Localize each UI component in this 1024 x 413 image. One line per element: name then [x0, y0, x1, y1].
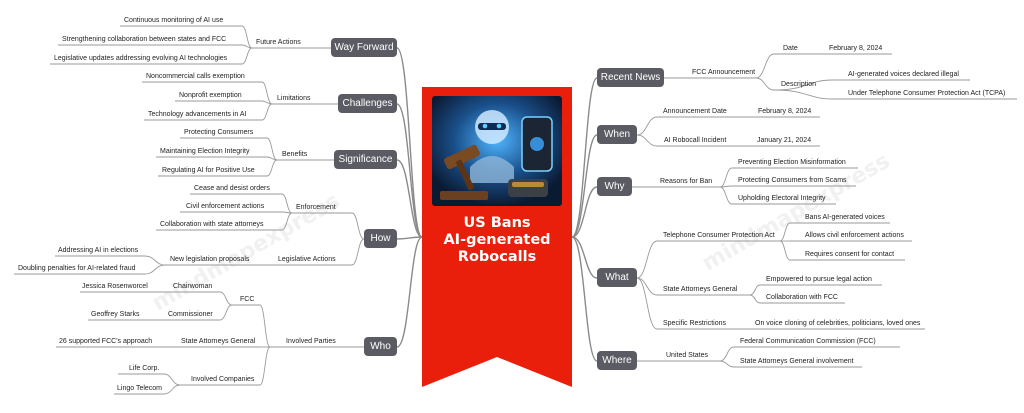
leaf-company: Lingo Telecom: [117, 385, 163, 392]
node-how[interactable]: How: [364, 229, 397, 248]
node-future-actions: Future Actions: [256, 39, 301, 46]
node-specific-restrictions: Specific Restrictions: [663, 320, 727, 327]
leaf-where: State Attorneys General involvement: [740, 358, 854, 365]
node-what[interactable]: What: [597, 268, 637, 287]
leaf-enforcement: Cease and desist orders: [194, 185, 270, 192]
central-title: US Bans AI-generated Robocalls: [422, 215, 572, 266]
node-involved-parties: Involved Parties: [286, 338, 336, 345]
leaf-description: Under Telephone Consumer Protection Act …: [848, 90, 1006, 97]
node-description: Description: [781, 81, 817, 88]
leaf-specific-restriction: On voice cloning of celebrities, politic…: [755, 320, 921, 327]
leaf-incident-date: January 21, 2024: [757, 137, 812, 144]
leaf-reason: Upholding Electoral Integrity: [738, 195, 826, 202]
node-significance[interactable]: Significance: [334, 150, 397, 169]
node-who-state-attorneys: State Attorneys General: [181, 338, 256, 345]
node-announcement-date: Announcement Date: [663, 108, 727, 115]
leaf-chairwoman-name: Jessica Rosenworcel: [82, 283, 148, 290]
node-commissioner: Commissioner: [168, 311, 213, 318]
node-tcpa: Telephone Consumer Protection Act: [663, 232, 775, 239]
central-banner-shape: [422, 87, 572, 387]
node-legislation-proposals: New legislation proposals: [170, 256, 250, 263]
node-way-forward[interactable]: Way Forward: [331, 38, 397, 57]
leaf-future-action: Legislative updates addressing evolving …: [54, 55, 228, 62]
leaf-future-action: Continuous monitoring of AI use: [124, 17, 224, 24]
leaf-description: AI-generated voices declared illegal: [848, 71, 959, 78]
leaf-proposal: Doubling penalties for AI-related fraud: [18, 265, 136, 272]
node-reasons-for-ban: Reasons for Ban: [660, 178, 713, 185]
leaf-date-value: February 8, 2024: [829, 45, 883, 52]
robot-gavel-illustration: [432, 96, 562, 206]
node-date: Date: [783, 45, 798, 52]
node-fcc-announcement: FCC Announcement: [692, 69, 756, 76]
leaf-tcpa: Bans AI-generated voices: [805, 214, 885, 221]
node-recent-news[interactable]: Recent News: [597, 68, 664, 87]
leaf-limitation: Noncommercial calls exemption: [146, 73, 245, 80]
central-title-line: US Bans: [463, 215, 531, 231]
leaf-company: Life Corp.: [129, 365, 160, 372]
node-where[interactable]: Where: [597, 351, 637, 370]
leaf-limitation: Technology advancements in AI: [148, 111, 247, 118]
node-why[interactable]: Why: [597, 177, 632, 196]
node-challenges[interactable]: Challenges: [338, 94, 397, 113]
leaf-sag-support: 26 supported FCC's approach: [59, 338, 153, 345]
central-title-line: Robocalls: [457, 249, 537, 265]
node-fcc: FCC: [240, 296, 255, 303]
node-robocall-incident: AI Robocall Incident: [664, 137, 727, 144]
node-united-states: United States: [666, 352, 709, 359]
node-when[interactable]: When: [597, 125, 637, 144]
leaf-reason: Protecting Consumers from Scams: [738, 177, 847, 184]
node-enforcement: Enforcement: [296, 204, 336, 211]
leaf-announcement-date: February 8, 2024: [758, 108, 812, 115]
central-title-line: AI-generated: [443, 232, 551, 248]
leaf-tcpa: Requires consent for contact: [805, 251, 895, 258]
leaf-reason: Preventing Election Misinformation: [738, 159, 846, 166]
leaf-sag: Collaboration with FCC: [766, 294, 838, 301]
leaf-sag: Empowered to pursue legal action: [766, 276, 872, 283]
leaf-commissioner-name: Geoffrey Starks: [91, 311, 140, 318]
node-chairwoman: Chairwoman: [173, 283, 213, 290]
node-state-attorneys-general: State Attorneys General: [663, 286, 738, 293]
leaf-future-action: Strengthening collaboration between stat…: [62, 36, 227, 43]
leaf-enforcement: Civil enforcement actions: [186, 203, 265, 210]
node-limitations: Limitations: [277, 95, 311, 102]
node-involved-companies: Involved Companies: [191, 376, 255, 383]
leaf-limitation: Nonprofit exemption: [179, 92, 242, 99]
central-topic: US Bans AI-generated Robocalls: [422, 87, 572, 387]
node-who[interactable]: Who: [364, 337, 397, 356]
node-legislative-actions: Legislative Actions: [278, 256, 336, 263]
leaf-tcpa: Allows civil enforcement actions: [805, 232, 904, 239]
leaf-where: Federal Communication Commission (FCC): [740, 338, 876, 345]
node-benefits: Benefits: [282, 151, 308, 158]
leaf-proposal: Addressing AI in elections: [58, 247, 139, 254]
leaf-benefit: Maintaining Election Integrity: [160, 148, 250, 155]
leaf-benefit: Regulating AI for Positive Use: [162, 167, 255, 174]
leaf-enforcement: Collaboration with state attorneys: [160, 221, 264, 228]
leaf-benefit: Protecting Consumers: [184, 129, 254, 136]
